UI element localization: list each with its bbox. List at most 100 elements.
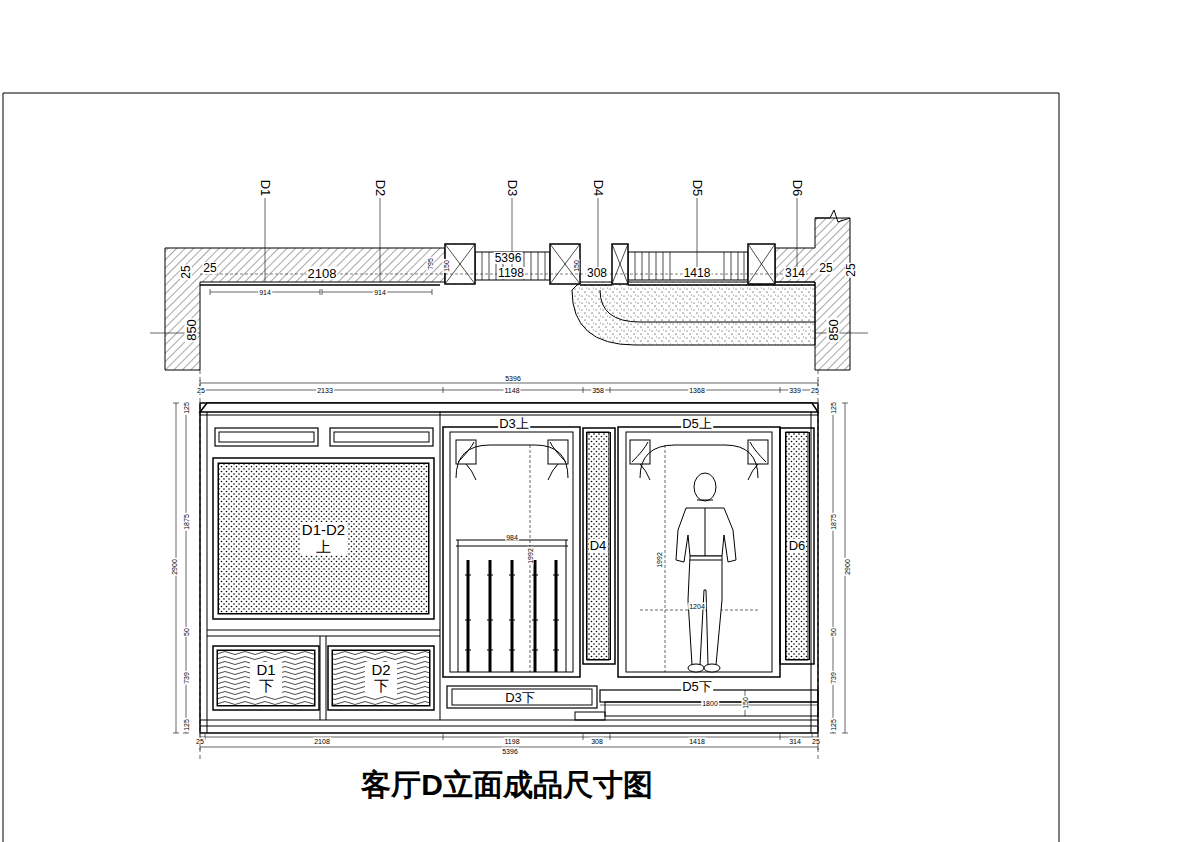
sheet-frame (3, 93, 1059, 94)
dimension-lines (200, 370, 818, 760)
dimension-label: 25 (196, 387, 206, 394)
human-figure (688, 664, 704, 672)
panel-label: D1 下 (250, 662, 282, 695)
dimension-lines (530, 445, 758, 672)
dimension-label: 984 (505, 534, 519, 541)
pilaster-strips (583, 428, 615, 664)
sheet-frame (3, 93, 1059, 842)
dimension-label: 1368 (688, 387, 706, 394)
elevation-outline (200, 403, 818, 733)
axis-label: D2 (374, 179, 387, 198)
dimension-label: 308 (590, 738, 604, 745)
dimension-label: 125 (830, 718, 837, 732)
dimension-label: 25 (810, 387, 820, 394)
human-figure (690, 508, 722, 560)
plan-view (748, 244, 775, 284)
panel-label: D4 (589, 539, 608, 553)
plan-view (150, 198, 868, 370)
archway-d3 (548, 442, 566, 480)
dimension-label: 50 (830, 627, 837, 637)
archway-d5 (632, 442, 650, 480)
archway-d3 (450, 432, 573, 672)
panel-label: D3上 (498, 417, 530, 430)
dimension-label: 5396 (494, 252, 523, 264)
axis-label: D6 (791, 179, 804, 198)
dimension-label: 5396 (501, 748, 519, 755)
dimension-lines (183, 403, 189, 733)
dimension-label: 2108 (313, 738, 331, 745)
plan-view (550, 244, 580, 284)
elevation-outline (218, 463, 429, 614)
dimension-label: 1198 (503, 738, 520, 745)
elevation-outline (328, 646, 434, 710)
dimension-label: 5396 (504, 375, 522, 382)
dimension-label: 125 (183, 401, 190, 415)
dimension-label: 1992 (656, 551, 663, 569)
plan-view (600, 290, 815, 322)
plan-view (265, 198, 797, 282)
plan-view (165, 248, 445, 370)
elevation-outline (200, 412, 818, 733)
plan-view (150, 333, 868, 334)
dimension-label: 314 (788, 738, 802, 745)
axis-label: D3 (506, 179, 519, 198)
panel-label: D1-D2 上 (300, 522, 347, 555)
archway-d5 (618, 427, 780, 677)
dimension-label: 308 (586, 267, 608, 279)
archway-d3 (468, 560, 556, 672)
dimension-label: 850 (185, 318, 198, 342)
human-figure (676, 473, 736, 672)
elevation-outline (213, 458, 434, 619)
dimension-label: 339 (788, 387, 802, 394)
drawing-title: 客厅D立面成品尺寸图 (361, 770, 653, 800)
axis-label: D1 (259, 179, 272, 198)
panel-label: D5上 (681, 417, 713, 430)
elevation-outline (200, 630, 818, 726)
dimension-label: 25 (845, 262, 857, 277)
dimension-label: 850 (827, 318, 840, 342)
panel-label: D3下 (504, 691, 536, 704)
archway-d3 (452, 689, 592, 705)
dimension-label: 25 (180, 264, 192, 279)
plan-view (628, 252, 748, 280)
plan-view (572, 282, 815, 345)
dimension-label: 314 (784, 267, 806, 279)
panel-box: D1-D2 上 (218, 463, 429, 614)
panel-box: D4 (586, 432, 611, 660)
archway-d3 (458, 442, 476, 480)
dimension-label: 25 (195, 738, 205, 745)
human-figure (704, 664, 720, 672)
dimension-lines (830, 403, 836, 733)
dimension-label: 150 (742, 696, 749, 710)
plan-view (445, 244, 475, 284)
panel-label: D5下 (681, 680, 713, 693)
dimension-label: 1875 (183, 513, 190, 531)
dimension-label: 739 (183, 671, 190, 685)
elevation-outline (330, 428, 433, 446)
plan-view (748, 244, 775, 284)
archway-d5 (575, 712, 605, 720)
axis-label: D5 (691, 179, 704, 198)
dimension-lines (173, 370, 848, 760)
elevation-outline (200, 403, 818, 733)
archway-d5 (640, 445, 758, 478)
dimension-lines (200, 387, 818, 393)
archway-d5 (626, 432, 772, 672)
elevation-outline (217, 650, 315, 706)
axis-label: D4 (592, 179, 605, 198)
dimension-label: 1418 (688, 738, 706, 745)
dimension-label: 1198 (497, 267, 525, 279)
human-figure (694, 473, 716, 501)
elevation-outline (213, 646, 319, 710)
plan-view (475, 252, 550, 280)
dimension-label: 1875 (830, 513, 837, 531)
dimension-lines (600, 690, 818, 716)
dimension-label: 150 (573, 259, 580, 273)
elevation-outline (334, 432, 429, 442)
plan-view (210, 289, 432, 295)
plan-view (612, 244, 628, 284)
archway-d3 (443, 427, 597, 708)
sheet-frame (3, 93, 4, 842)
